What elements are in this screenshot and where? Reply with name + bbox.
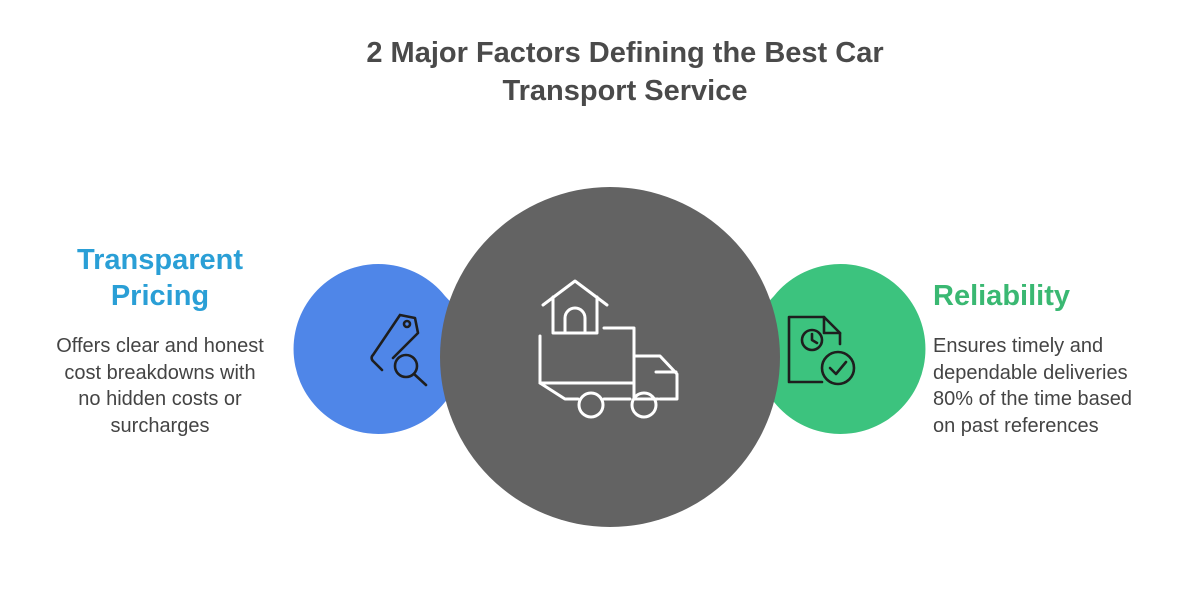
description-line: surcharges — [110, 414, 210, 437]
center-circle — [440, 187, 780, 527]
truck-with-house-icon — [538, 279, 679, 419]
diagram-title: 2 Major Factors Defining the Best Car Tr… — [300, 34, 950, 110]
factor-heading-line: Pricing — [110, 280, 210, 312]
factor-heading-line: Reliability — [933, 280, 1070, 312]
description-line: 80% of the time based — [933, 388, 1133, 410]
document-clock-check-icon — [787, 315, 856, 386]
description-line: cost breakdowns with — [64, 361, 256, 384]
factor-heading-reliability: Reliability — [933, 278, 1173, 314]
description-line: Ensures timely and — [933, 335, 1104, 357]
description-line: on past references — [933, 414, 1099, 437]
price-tag-search-icon — [370, 313, 428, 387]
title-line-2: Transport Service — [502, 75, 748, 107]
factor-description-reliability: Ensures timely and dependable deliveries… — [933, 333, 1193, 439]
description-line: no hidden costs or — [78, 388, 242, 410]
description-line: Offers clear and honest — [56, 335, 264, 357]
title-line-1: 2 Major Factors Defining the Best Car — [366, 37, 884, 69]
description-line: dependable deliveries — [933, 361, 1128, 384]
factor-heading-line: Transparent — [77, 244, 243, 276]
factor-heading-transparent-pricing: Transparent Pricing — [40, 242, 280, 314]
factor-description-transparent-pricing: Offers clear and honest cost breakdowns … — [30, 333, 290, 439]
